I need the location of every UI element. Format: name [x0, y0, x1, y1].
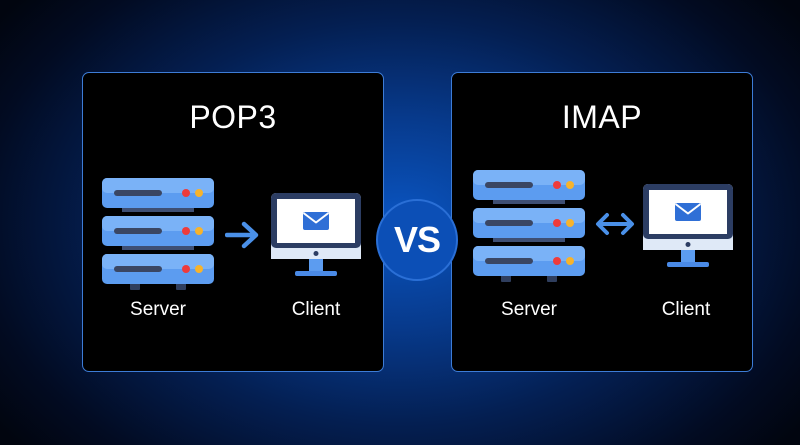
- pop3-client-label: Client: [291, 299, 341, 320]
- imap-client-label: Client: [661, 299, 711, 320]
- server-icon: [473, 170, 585, 282]
- vs-badge: VS: [376, 199, 458, 281]
- pop3-title: POP3: [189, 99, 277, 135]
- imap-panel: IMAP Server Client: [451, 72, 753, 372]
- pop3-server-label: Server: [130, 299, 186, 320]
- right-arrow-icon: [225, 221, 259, 249]
- server-icon: [102, 178, 214, 290]
- client-monitor-icon: [643, 184, 733, 270]
- two-way-arrow-icon: [596, 213, 634, 235]
- imap-title: IMAP: [561, 99, 643, 135]
- imap-server-label: Server: [501, 299, 557, 320]
- pop3-panel: POP3 Server Client: [82, 72, 384, 372]
- client-monitor-icon: [271, 193, 361, 279]
